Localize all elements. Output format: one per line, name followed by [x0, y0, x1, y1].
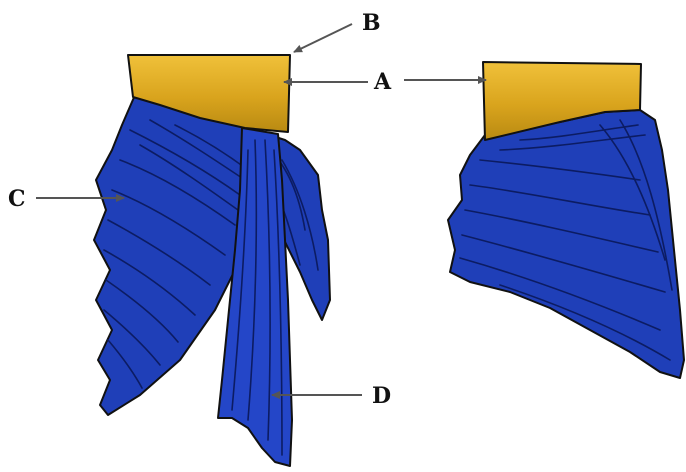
right-skirt-pleated-body: [448, 110, 684, 378]
callout-a: A: [284, 69, 486, 95]
left-skirt: [94, 55, 330, 466]
label-c: C: [8, 186, 26, 212]
callout-b: B: [294, 10, 381, 52]
label-b: B: [362, 10, 381, 36]
label-d: D: [372, 383, 391, 409]
label-a: A: [373, 69, 392, 95]
right-skirt: [448, 62, 684, 378]
callout-b-arrow: [294, 24, 352, 52]
